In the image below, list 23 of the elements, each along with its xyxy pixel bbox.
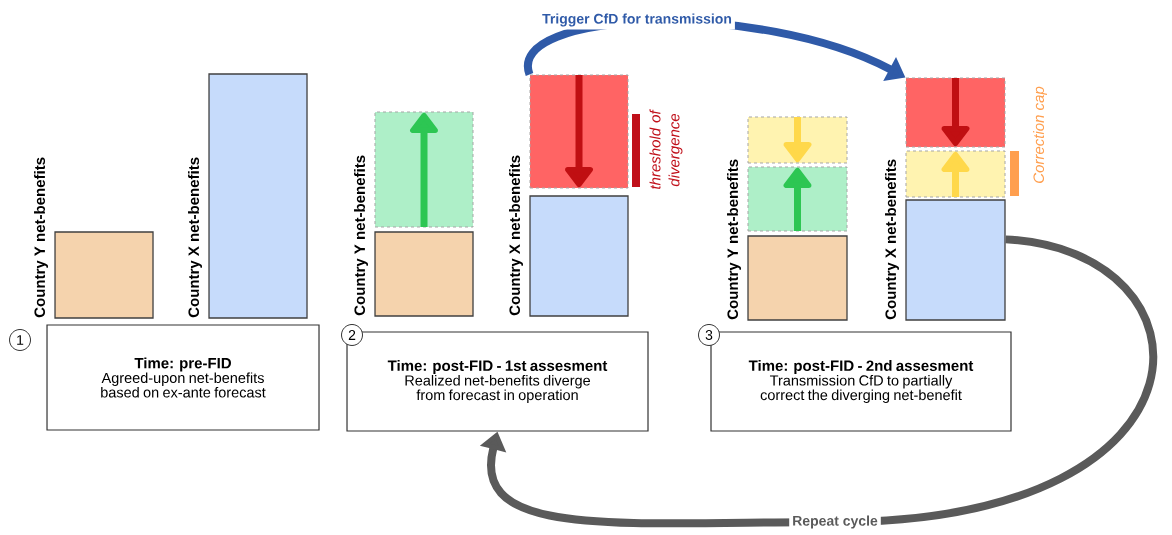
bar-label: Country Y net-benefits [727,159,741,320]
bar-label: Country Y net-benefits [354,155,368,316]
bar [747,235,848,321]
stage-box: Time: pre-FID Agreed-upon net-benefits based on ex-ante forecast [46,324,320,431]
bar [529,195,629,317]
bar [208,73,308,319]
edge-label: Repeat cycle [789,512,881,532]
step-number: 2 [341,324,363,346]
bar-label: Country X net-benefits [509,155,523,316]
step-number: 3 [698,324,720,346]
bar-label: Country X net-benefits [188,157,202,318]
cap-label: Correction cap [1033,86,1047,183]
change-box [374,111,474,228]
bar-label: Country X net-benefits [885,159,899,320]
change-box [529,74,629,189]
bar [54,231,154,319]
bar-label: Country Y net-benefits [34,157,48,318]
step-number: 1 [9,329,31,351]
threshold-label: threshold of divergence [649,109,683,189]
edge-label: Trigger CfD for transmission [539,10,735,30]
arrow [479,235,1157,528]
bar [374,231,474,317]
bar [905,199,1006,321]
